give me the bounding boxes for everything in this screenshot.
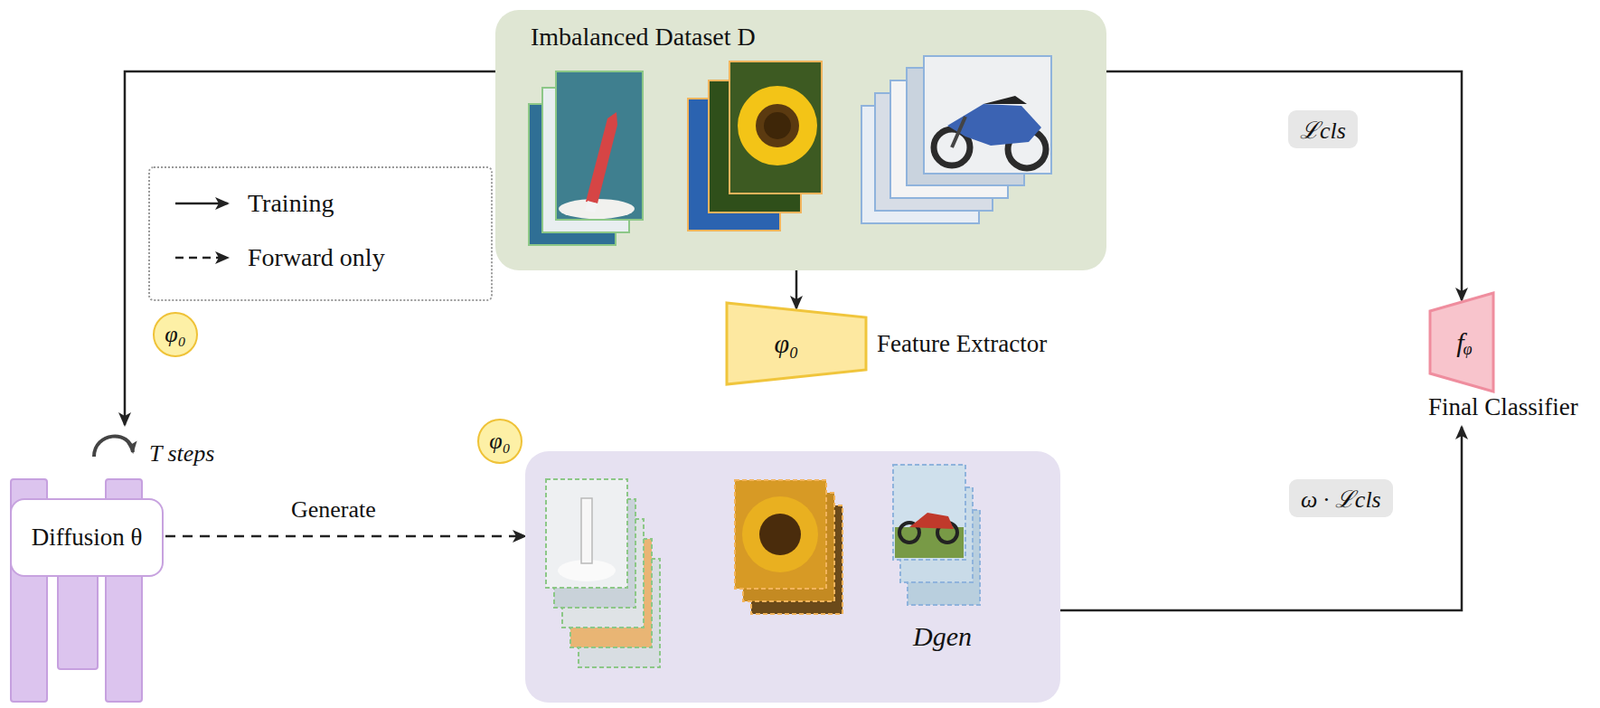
legend-sample [173, 246, 232, 269]
loss-label: ℒcls [1288, 110, 1358, 149]
param-badge: φ₀ [477, 418, 523, 464]
rocket-images-part [581, 498, 593, 564]
motorcycle-images-part [923, 56, 1052, 174]
training-arrow [795, 270, 799, 309]
motorcycle-images-part [983, 95, 1027, 104]
module-name: Feature Extractor [876, 329, 1047, 358]
sunflower-images-part [763, 112, 791, 140]
legend-sample [173, 192, 232, 215]
sunflower-images [734, 480, 843, 614]
legend-row: Training [173, 180, 491, 226]
motorcycle-images-part [909, 512, 954, 529]
training-arrow [124, 71, 496, 425]
label-anchor: T steps [149, 440, 216, 468]
sunflower-images-part [759, 513, 801, 556]
loop-arrow-curve [94, 435, 133, 457]
rocket-images-part [585, 112, 618, 204]
motorcycle-images-part [893, 464, 966, 560]
final-classifier: fᵩFinal Classifier [1428, 291, 1496, 394]
sunflower-images-part [734, 480, 827, 589]
training-arrow [1060, 426, 1462, 611]
dataset-panel: Imbalanced Dataset D [495, 9, 1107, 271]
label-anchor: ℒcls [1288, 110, 1358, 149]
label-anchor: Generate [291, 496, 377, 524]
motorcycle-images-part [951, 116, 966, 148]
loss-label: ω · ℒcls [1289, 479, 1393, 518]
sunflower-images-part [729, 61, 822, 194]
module-name: Diffusion θ [9, 498, 164, 577]
module-name: Final Classifier [1428, 393, 1579, 422]
param-badge: φ₀ [152, 311, 198, 358]
legend-arrow [175, 202, 228, 206]
rocket-images-part [584, 200, 598, 213]
sunflower-images-part [755, 103, 800, 148]
legend-text: Forward only [247, 243, 386, 273]
legend-text: Training [247, 188, 334, 218]
forward-arrow [165, 535, 526, 538]
legend-row: Forward only [173, 235, 491, 281]
param-symbol: φ₀ [724, 328, 868, 359]
rocket-images-part [545, 479, 628, 588]
diffusion-model: Diffusion θ [9, 424, 166, 704]
panel-title: Imbalanced Dataset D [530, 22, 1107, 52]
feature-extractor: φ₀Feature Extractor [724, 301, 868, 386]
sunflower-images-part [742, 496, 819, 573]
sunflower-images [687, 61, 822, 231]
classifier-symbol: fᵩ [1428, 291, 1496, 394]
rocket-images-part [555, 71, 643, 220]
step-label: T steps [149, 440, 216, 468]
edge-label: Generate [291, 496, 377, 524]
panel-title: Dgen [912, 621, 1061, 652]
legend-box: TrainingForward only [148, 166, 493, 302]
generated-images [525, 451, 1052, 703]
sunflower-images-part [737, 85, 818, 166]
generated-panel: Dgen [525, 451, 1061, 703]
rocket-images [528, 71, 643, 245]
label-anchor: ω · ℒcls [1289, 479, 1393, 518]
param-symbol: φ₀ [164, 320, 186, 349]
unet-bars-part [57, 560, 98, 669]
motorcycle-images [893, 464, 980, 605]
training-arrow [1106, 71, 1462, 301]
legend-arrow [175, 256, 228, 260]
rocket-images [545, 479, 660, 668]
motorcycle-images [861, 56, 1052, 224]
param-symbol: φ₀ [489, 427, 510, 455]
